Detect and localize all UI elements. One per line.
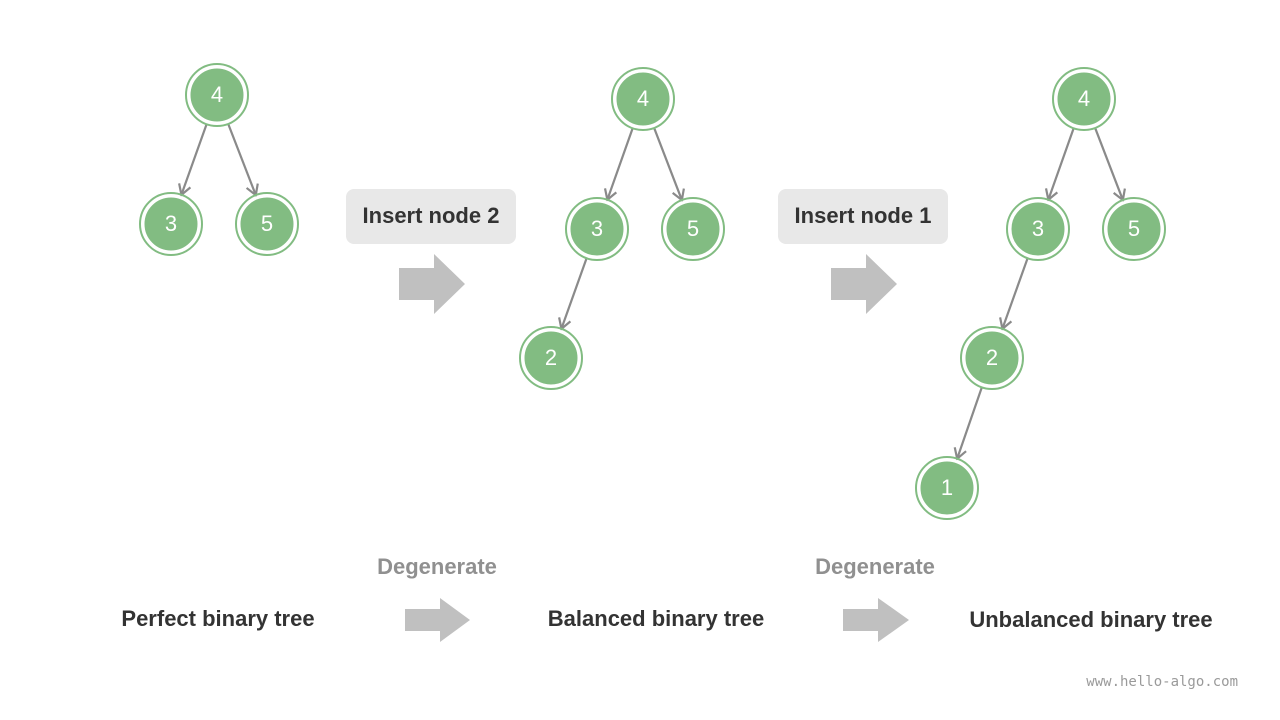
watermark: www.hello-algo.com — [1086, 674, 1238, 690]
node-circle — [917, 458, 977, 518]
tree-nodes: 4 3 5 — [139, 63, 299, 256]
node-circle — [1104, 199, 1164, 259]
node-label: 1 — [941, 475, 953, 500]
tree-node-3: 3 — [1006, 197, 1070, 261]
node-label: 3 — [1032, 216, 1044, 241]
tree-node-4: 4 — [185, 63, 249, 127]
edge-arrow — [1094, 127, 1126, 203]
tree-node-5: 5 — [1102, 197, 1166, 261]
caption-unbalanced-binary-tree: Unbalanced binary tree — [969, 607, 1212, 632]
transition-degenerate-1: Degenerate — [377, 554, 497, 642]
tree-node-5: 5 — [235, 192, 299, 256]
edge-line — [1047, 127, 1075, 201]
node-label: 5 — [1128, 216, 1140, 241]
edge-line — [653, 127, 683, 201]
node-circle — [962, 328, 1022, 388]
edge-line — [560, 257, 588, 330]
edge-arrow — [558, 257, 588, 331]
degenerate-label: Degenerate — [815, 554, 935, 579]
caption-perfect-binary-tree: Perfect binary tree — [121, 606, 314, 631]
edge-arrow — [227, 123, 259, 198]
edge-arrow — [953, 386, 983, 461]
tree-node-3: 3 — [565, 197, 629, 261]
edge-arrow — [999, 257, 1029, 331]
edge-line — [227, 123, 257, 196]
degenerate-label: Degenerate — [377, 554, 497, 579]
tree-node-2: 2 — [960, 326, 1024, 390]
node-ring — [235, 192, 299, 256]
tree-edges — [178, 123, 259, 198]
node-circle — [141, 194, 201, 254]
right-arrow-icon — [405, 598, 470, 642]
caption-balanced-binary-tree: Balanced binary tree — [548, 606, 764, 631]
step-box — [346, 189, 516, 244]
tree-node-4: 4 — [1052, 67, 1116, 131]
node-ring — [519, 326, 583, 390]
step-label: Insert node 2 — [363, 203, 500, 228]
right-arrow-icon — [399, 254, 465, 314]
node-circle — [237, 194, 297, 254]
tree-balanced: 4 3 5 2 — [519, 67, 725, 390]
node-ring — [661, 197, 725, 261]
node-label: 2 — [545, 345, 557, 370]
node-label: 5 — [687, 216, 699, 241]
edge-arrow — [178, 123, 208, 197]
edge-line — [956, 386, 983, 460]
tree-node-4: 4 — [611, 67, 675, 131]
tree-nodes: 4 3 5 2 1 — [915, 67, 1166, 520]
step-box — [778, 189, 948, 244]
node-ring — [1052, 67, 1116, 131]
tree-node-2: 2 — [519, 326, 583, 390]
node-circle — [1054, 69, 1114, 129]
node-label: 3 — [591, 216, 603, 241]
node-label: 4 — [211, 82, 223, 107]
tree-unbalanced: 4 3 5 2 1 — [915, 67, 1166, 520]
edge-line — [1094, 127, 1124, 201]
node-ring — [1006, 197, 1070, 261]
node-circle — [663, 199, 723, 259]
node-circle — [521, 328, 581, 388]
tree-node-5: 5 — [661, 197, 725, 261]
step-insert-node-2: Insert node 2 — [346, 189, 516, 314]
right-arrow-icon — [843, 598, 909, 642]
step-insert-node-1: Insert node 1 — [778, 189, 948, 314]
edge-arrow — [1044, 127, 1075, 202]
tree-perfect: 4 3 5 — [139, 63, 299, 256]
edge-line — [606, 127, 634, 201]
tree-node-1: 1 — [915, 456, 979, 520]
node-label: 2 — [986, 345, 998, 370]
node-ring — [185, 63, 249, 127]
tree-nodes: 4 3 5 2 — [519, 67, 725, 390]
node-ring — [139, 192, 203, 256]
node-circle — [1008, 199, 1068, 259]
node-ring — [915, 456, 979, 520]
node-ring — [1102, 197, 1166, 261]
node-circle — [187, 65, 247, 125]
node-circle — [613, 69, 673, 129]
node-label: 4 — [637, 86, 649, 111]
node-label: 5 — [261, 211, 273, 236]
transition-degenerate-2: Degenerate — [815, 554, 935, 642]
right-arrow-icon — [831, 254, 897, 314]
node-ring — [565, 197, 629, 261]
node-circle — [567, 199, 627, 259]
node-ring — [960, 326, 1024, 390]
edge-arrow — [653, 127, 685, 203]
node-label: 3 — [165, 211, 177, 236]
edge-line — [1001, 257, 1029, 330]
tree-node-3: 3 — [139, 192, 203, 256]
node-label: 4 — [1078, 86, 1090, 111]
edge-arrow — [603, 127, 634, 202]
edge-line — [180, 123, 208, 196]
tree-edges — [953, 127, 1126, 461]
node-ring — [611, 67, 675, 131]
step-label: Insert node 1 — [795, 203, 932, 228]
